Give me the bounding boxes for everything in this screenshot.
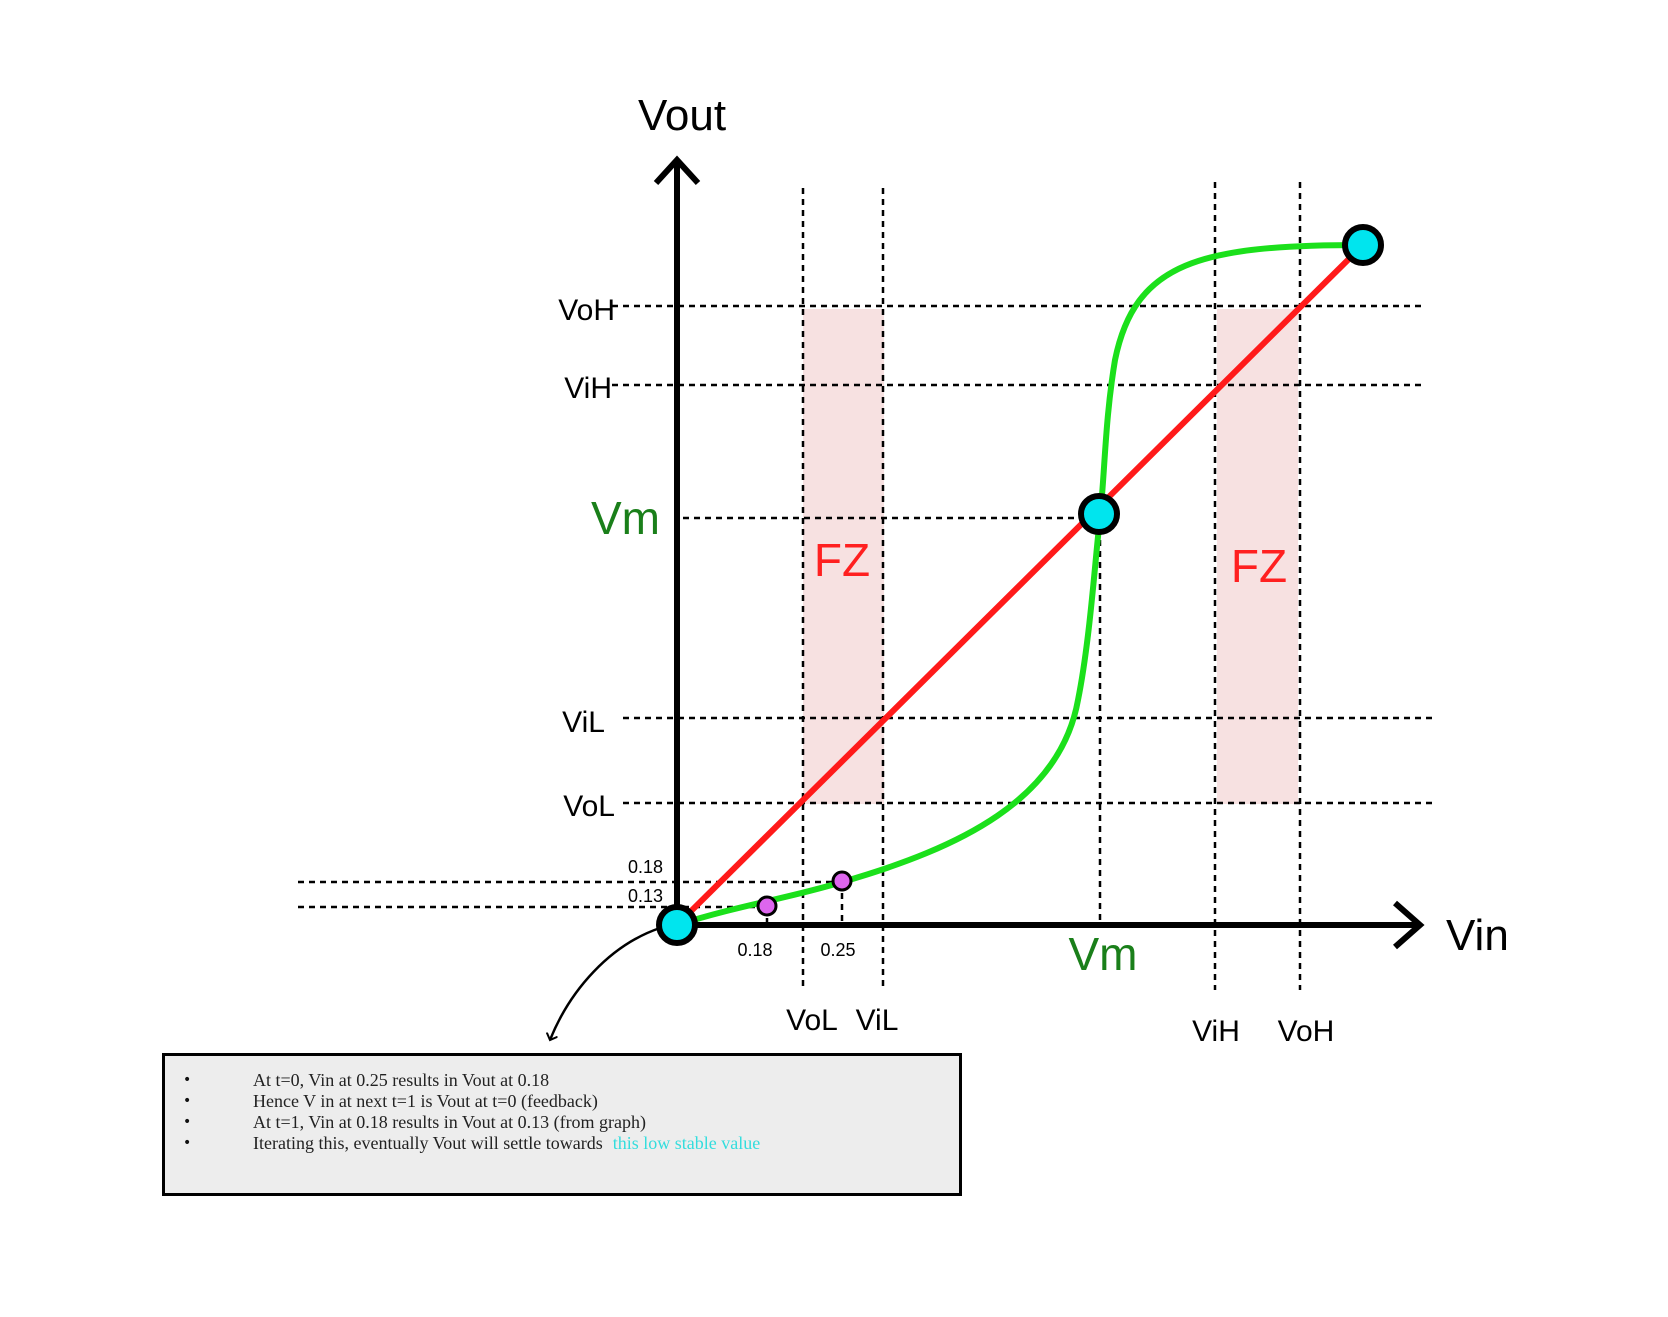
explanation-item: • At t=1, Vin at 0.18 results in Vout at… bbox=[165, 1112, 959, 1133]
bullet-icon: • bbox=[183, 1093, 192, 1109]
explanation-text: Hence V in at next t=1 is Vout at t=0 (f… bbox=[253, 1091, 598, 1111]
y-label-vol: VoL bbox=[563, 790, 615, 823]
y-label-vih: ViH bbox=[564, 372, 612, 405]
y-label-018: 0.18 bbox=[628, 857, 663, 877]
explanation-note-box: • At t=0, Vin at 0.25 results in Vout at… bbox=[162, 1053, 962, 1196]
y-axis-label: Vout bbox=[638, 91, 726, 140]
x-label-vil: ViL bbox=[856, 1004, 899, 1037]
x-label-vm: Vm bbox=[1069, 928, 1138, 980]
explanation-item: • Hence V in at next t=1 is Vout at t=0 … bbox=[165, 1091, 959, 1112]
forbidden-zone-right-label: FZ bbox=[1231, 540, 1287, 592]
iteration-point-025 bbox=[831, 870, 853, 892]
explanation-text: Iterating this, eventually Vout will set… bbox=[253, 1133, 603, 1153]
bullet-icon: • bbox=[183, 1135, 192, 1151]
x-label-vih: ViH bbox=[1192, 1015, 1240, 1048]
forbidden-zone-right bbox=[1217, 309, 1298, 804]
explanation-text: At t=1, Vin at 0.18 results in Vout at 0… bbox=[253, 1112, 647, 1132]
forbidden-zone-left-label: FZ bbox=[814, 534, 870, 586]
x-axis-label: Vin bbox=[1446, 911, 1509, 960]
x-label-vol: VoL bbox=[786, 1004, 838, 1037]
y-label-vm: Vm bbox=[591, 492, 660, 544]
explanation-list: • At t=0, Vin at 0.25 results in Vout at… bbox=[165, 1056, 959, 1154]
metastable-point bbox=[1078, 493, 1120, 535]
stable-value-highlight: this low stable value bbox=[612, 1133, 761, 1153]
y-label-vil: ViL bbox=[562, 706, 605, 739]
y-label-013: 0.13 bbox=[628, 886, 663, 906]
explanation-item: • At t=0, Vin at 0.25 results in Vout at… bbox=[165, 1070, 959, 1091]
x-label-025: 0.25 bbox=[820, 940, 855, 960]
low-stable-point bbox=[656, 904, 698, 946]
explanation-item: • Iterating this, eventually Vout will s… bbox=[165, 1133, 959, 1154]
explanation-text: At t=0, Vin at 0.25 results in Vout at 0… bbox=[253, 1070, 550, 1090]
callout-arrow bbox=[550, 926, 661, 1040]
x-label-voh: VoH bbox=[1278, 1015, 1335, 1048]
y-label-voh: VoH bbox=[558, 294, 615, 327]
iteration-point-018 bbox=[756, 895, 778, 917]
bullet-icon: • bbox=[183, 1072, 192, 1088]
bullet-icon: • bbox=[183, 1114, 192, 1130]
y-axis-arrowhead bbox=[653, 155, 701, 186]
forbidden-zone-left bbox=[803, 309, 884, 804]
x-axis-arrowhead bbox=[1393, 900, 1425, 950]
x-label-018: 0.18 bbox=[737, 940, 772, 960]
unity-gain-line bbox=[674, 242, 1366, 928]
high-stable-point bbox=[1342, 224, 1384, 266]
